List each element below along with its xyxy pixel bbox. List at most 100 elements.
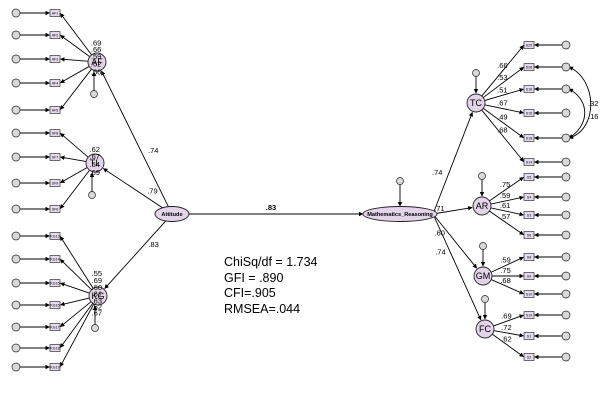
loading-value-KG-1: .55 <box>92 269 102 278</box>
indicator-label-AF-4: AF4 <box>52 81 59 85</box>
error-term-AF-2 <box>11 30 21 40</box>
indicator-TC-3 <box>523 85 535 93</box>
loading-value-TL-4: .69 <box>90 168 100 177</box>
latent-factor-label-KG: KG <box>91 291 104 301</box>
loading-arrow-TC-1 <box>480 45 525 98</box>
indicator-label-AR-1: S5 <box>527 175 531 179</box>
loading-value-KG-4: .61 <box>92 290 102 299</box>
structural-arrow-attitude-TL <box>102 168 166 210</box>
latent-factor-TC <box>466 93 486 113</box>
loading-value-FC-3: .62 <box>501 334 511 343</box>
error-term-KG-1 <box>11 231 21 241</box>
indicator-undefined-1 <box>49 9 61 17</box>
loading-arrow-KG-7 <box>59 302 95 367</box>
loading-value-AF-1: .69 <box>91 38 101 47</box>
loading-arrow-KG-4 <box>60 297 91 307</box>
loading-value-TL-1: .62 <box>90 145 100 154</box>
indicator-label-TL-2: SF7 <box>52 155 59 159</box>
loading-arrow-KG-1 <box>59 236 95 290</box>
structural-arrow-reasoning-AR <box>432 206 473 215</box>
error-term-AR-3 <box>561 210 571 220</box>
error-term-TC-6 <box>561 157 571 167</box>
indicator-undefined-7 <box>49 363 61 371</box>
error-term-GM-3 <box>561 289 571 299</box>
loading-value-AR-2: .59 <box>500 191 510 200</box>
path-value-attitude-AF: .74 <box>148 146 158 155</box>
latent-factor-label-AR: AR <box>476 201 489 211</box>
loading-arrow-TC-4 <box>483 104 524 115</box>
loading-value-AR-1: .75 <box>500 180 510 189</box>
loading-arrow-TL-1 <box>60 132 90 159</box>
indicator-TC-5 <box>523 134 535 142</box>
latent-attitude <box>154 206 190 222</box>
indicator-AR-2 <box>523 193 535 201</box>
error-term-AR-1 <box>561 172 571 182</box>
factor-residual-KG <box>91 324 99 332</box>
error-term-AF-1 <box>11 8 21 18</box>
indicator-label-TC-4: S15 <box>526 111 532 115</box>
error-term-KG-4 <box>11 300 21 310</box>
indicator-label-KG-1: KG13 <box>50 234 59 238</box>
loading-value-AF-4: .62 <box>91 59 101 68</box>
factor-residual-AF <box>90 90 98 98</box>
indicator-label-TC-6: S14 <box>526 160 532 164</box>
loading-value-KG-6: .52 <box>92 303 102 312</box>
indicator-label-FC-1: S19 <box>526 313 532 317</box>
loading-arrow-GM-3 <box>490 278 524 295</box>
error-term-TL-1 <box>11 128 21 138</box>
indicator-undefined-2 <box>49 153 61 161</box>
loading-value-TC-3: .51 <box>497 85 507 94</box>
path-value-reasoning-GM: .60 <box>435 229 445 238</box>
fit-cfi: CFI=.905 <box>224 286 276 300</box>
indicator-GM-1 <box>523 253 535 261</box>
error-term-FC-1 <box>561 310 571 320</box>
latent-factor-GM <box>473 266 493 286</box>
loading-value-AF-2: .66 <box>91 45 101 54</box>
error-term-TL-3 <box>11 178 21 188</box>
indicator-label-AR-2: S4 <box>527 195 531 199</box>
latent-factor-TL <box>85 153 105 173</box>
loading-value-KG-2: .69 <box>92 276 102 285</box>
indicator-AR-4 <box>523 231 535 239</box>
error-term-KG-7 <box>11 362 21 372</box>
loading-arrow-AR-4 <box>488 210 524 236</box>
latent-attitude-label: Attitude <box>161 212 182 218</box>
error-term-TC-5 <box>561 133 571 143</box>
latent-factor-label-AF: AF <box>91 57 103 67</box>
indicator-label-AF-2: AF2 <box>52 33 59 37</box>
loading-value-AR-3: .61 <box>500 201 510 210</box>
structural-arrow-reasoning-TC <box>432 111 474 215</box>
indicator-GM-2 <box>523 272 535 280</box>
error-term-TC-4 <box>561 108 571 118</box>
loading-value-GM-3: .68 <box>500 276 510 285</box>
covariance-value-2: .16 <box>588 112 598 121</box>
indicator-undefined-1 <box>49 232 61 240</box>
indicator-undefined-3 <box>49 279 61 287</box>
error-term-KG-6 <box>11 343 21 353</box>
indicator-label-TL-3: SF9 <box>52 181 59 185</box>
loading-value-GM-1: .59 <box>500 256 510 265</box>
error-term-TL-2 <box>11 152 21 162</box>
indicator-TC-4 <box>523 109 535 117</box>
loading-value-KG-7: .67 <box>92 308 102 317</box>
error-term-AR-2 <box>561 192 571 202</box>
latent-factor-KG <box>88 286 108 306</box>
latent-mathematics-reasoning <box>362 206 438 222</box>
factor-residual-FC <box>481 295 489 303</box>
indicator-label-AR-4: S6 <box>527 233 531 237</box>
indicator-undefined-5 <box>49 106 61 114</box>
indicator-label-AF-3: AF3 <box>52 57 59 61</box>
error-term-TC-3 <box>561 84 571 94</box>
loading-value-TC-6: .68 <box>497 125 507 134</box>
loading-value-TC-5: .49 <box>497 112 507 121</box>
path-value-reasoning-FC: .74 <box>435 247 445 256</box>
indicator-TC-2 <box>523 63 535 71</box>
indicator-AR-3 <box>523 211 535 219</box>
error-term-FC-3 <box>561 352 571 362</box>
path-value-reasoning-TC: .74 <box>432 168 442 177</box>
indicator-label-FC-3: S2 <box>527 355 531 359</box>
loading-value-TC-1: .66 <box>497 61 507 70</box>
latent-mathematics-reasoning-label: Mathematics_Reasoning <box>367 212 433 218</box>
loading-arrow-KG-5 <box>60 300 93 328</box>
